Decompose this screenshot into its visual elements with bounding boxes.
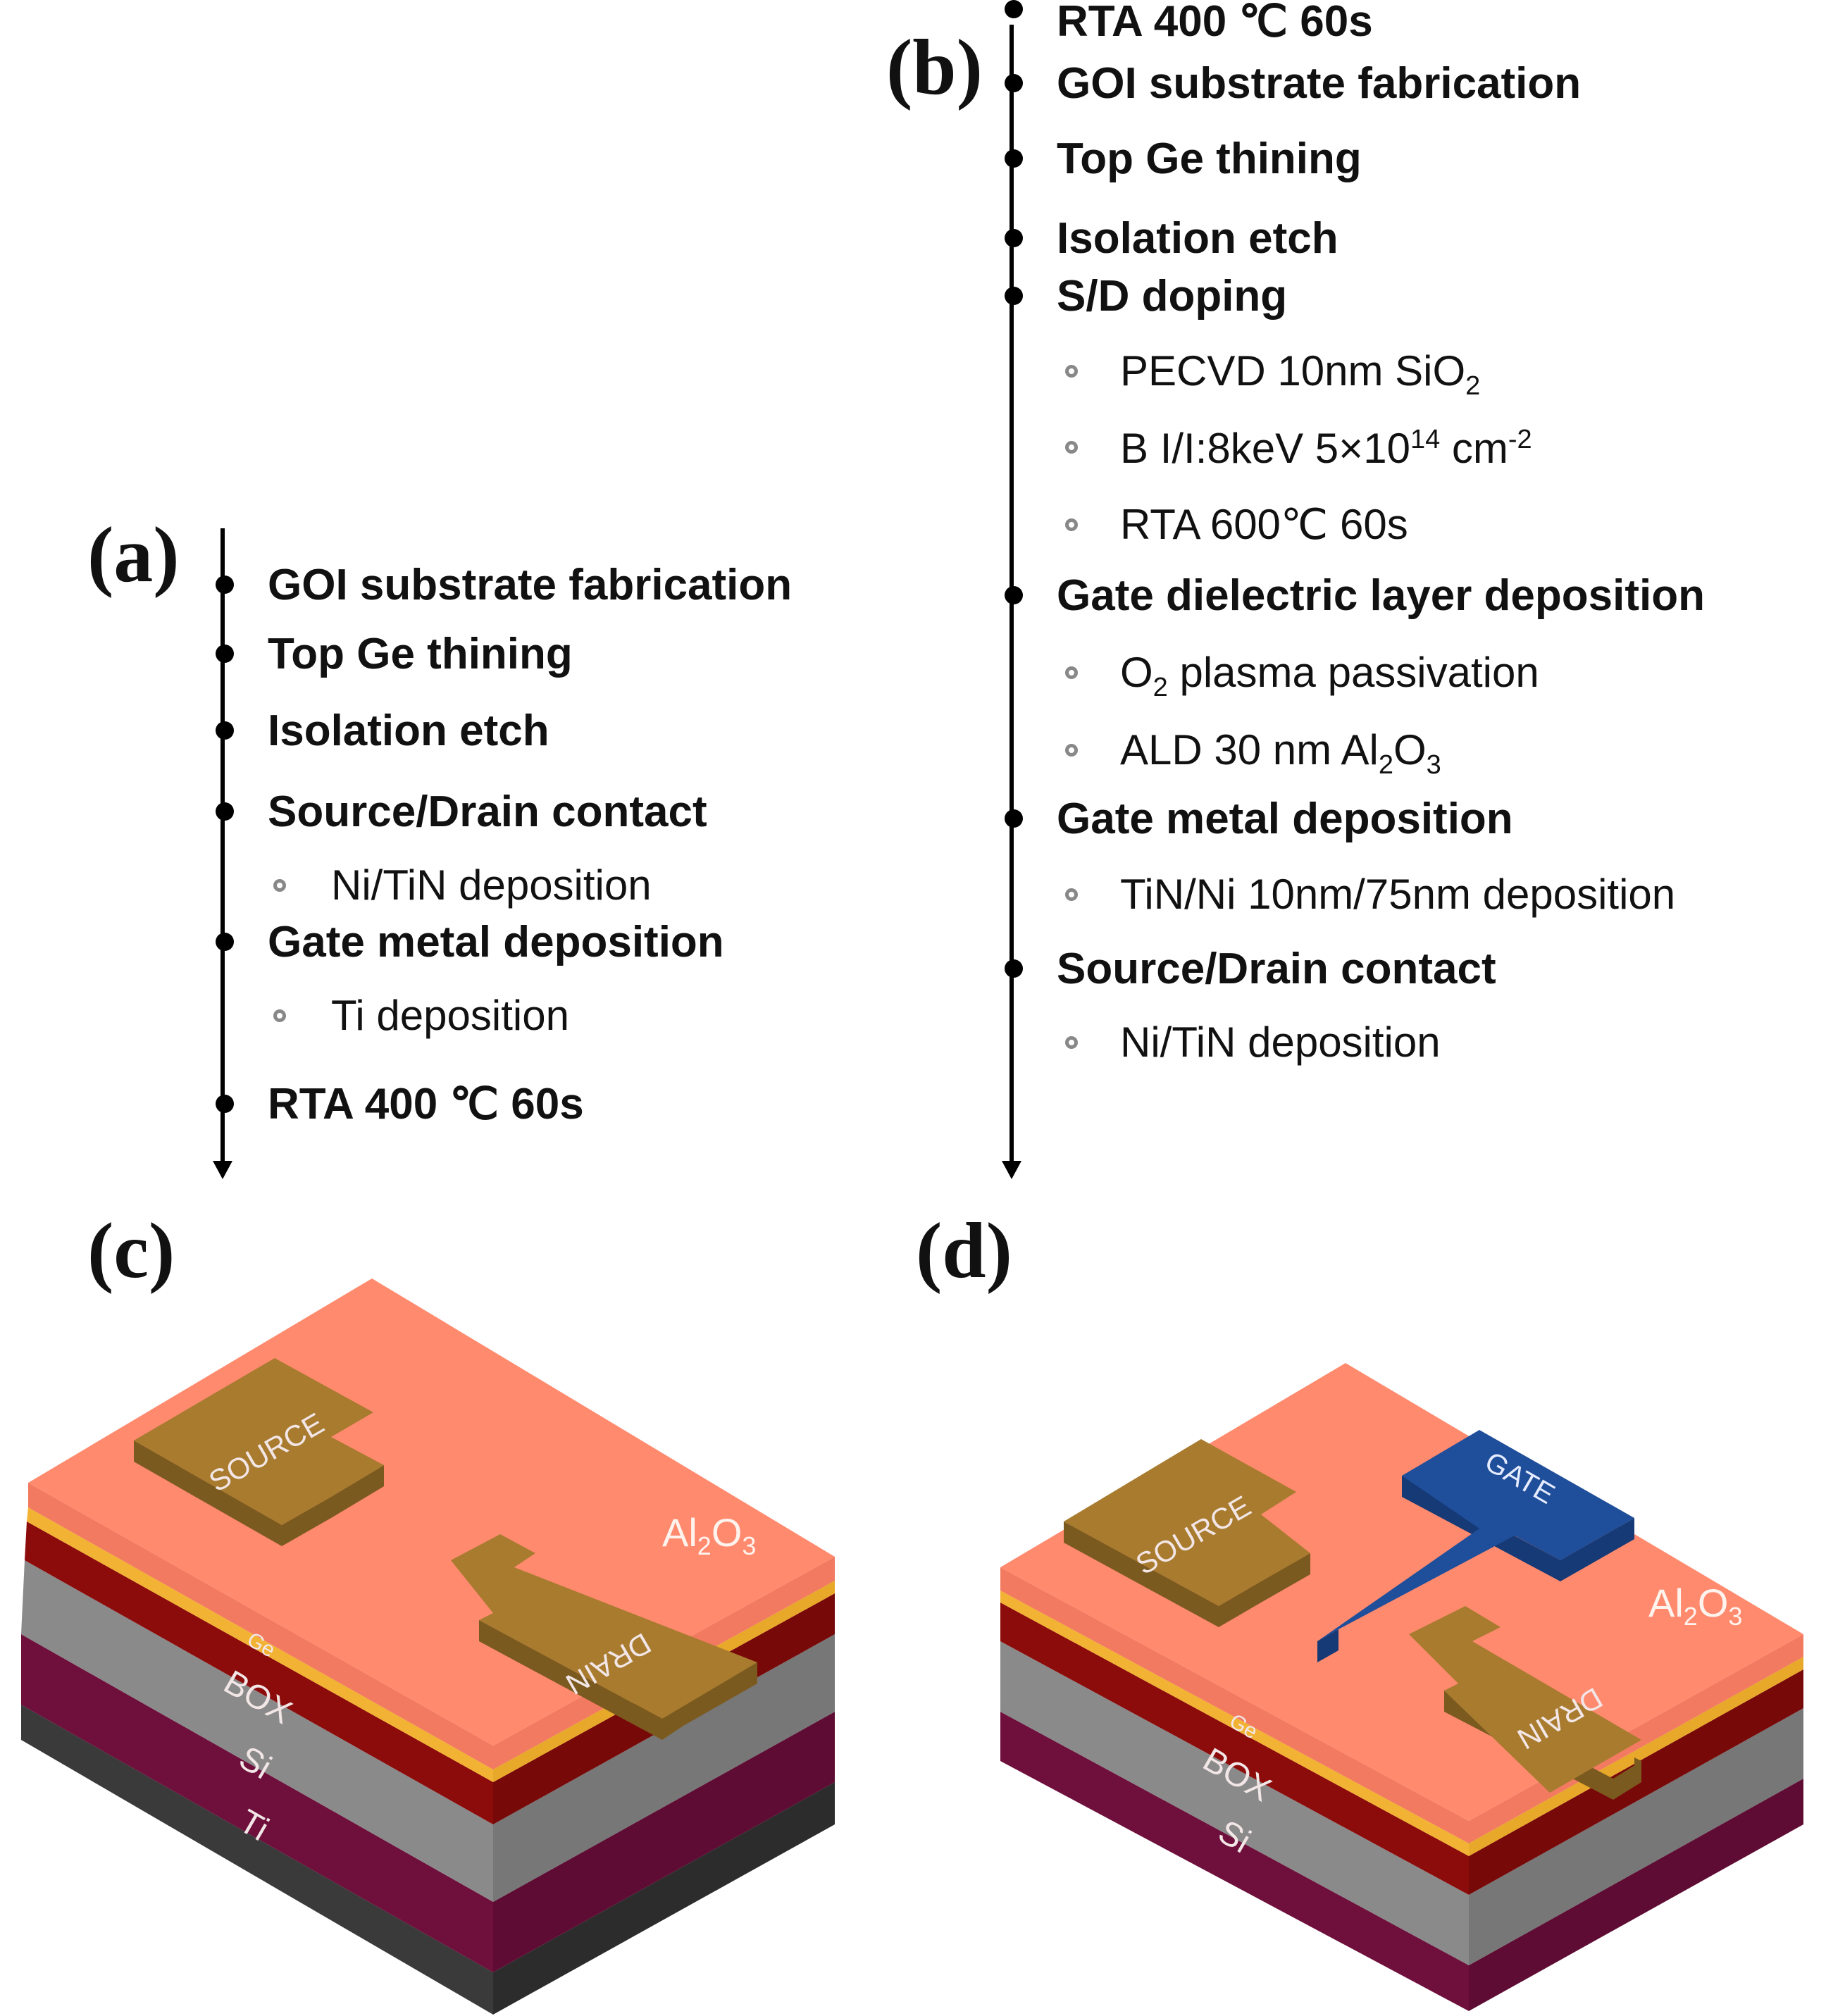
panel-label-b: (b)	[886, 24, 983, 111]
panel-label-a: (a)	[87, 511, 180, 599]
layer-stack-d	[1000, 1363, 1803, 2011]
layer-si-d	[1000, 1712, 1469, 2011]
drain-pad-d: DRAIN	[1409, 1606, 1641, 1800]
layer-ge-d	[1000, 1603, 1469, 1895]
layer-al2o3-side-c	[28, 1483, 493, 1769]
flow-b-step-dot	[1005, 229, 1023, 247]
flow-a-step-label: Top Ge thining	[268, 630, 573, 678]
flow-b-step-dot	[1005, 74, 1023, 92]
flow-b-step-label: RTA 400 ℃ 60s	[1057, 0, 1373, 46]
gate-electrode-d: GATE	[1317, 1430, 1634, 1662]
flow-b-step-label: S/D doping	[1057, 272, 1288, 321]
flow-b-step-dot	[1005, 586, 1023, 604]
flow-a-substep-bullet	[273, 879, 286, 892]
flow-b-substep-bullet	[1065, 666, 1078, 679]
panel-label-d: (d)	[916, 1207, 1012, 1295]
flow-a-step-dot	[216, 933, 234, 951]
source-pad-d: SOURCE	[1064, 1439, 1310, 1627]
flow-b-substep-bullet	[1065, 441, 1078, 454]
layer-gold-right-d	[1469, 1657, 1803, 1856]
flow-a-step-dot	[216, 1095, 234, 1113]
layer-ti-right-c	[493, 1782, 835, 2015]
flow-a-step-dot	[216, 645, 234, 663]
flow-a-step-dot	[216, 802, 234, 821]
layer-al2o3-side-d	[1000, 1567, 1469, 1843]
flow-b-substep-label: TiN/Ni 10nm/75nm deposition	[1120, 871, 1676, 918]
flow-b-substep-label: ALD 30 nm Al2O3	[1120, 726, 1441, 780]
flow-a-substep-label: Ti deposition	[331, 992, 569, 1039]
flow-a-step-label: GOI substrate fabrication	[268, 561, 793, 609]
flow-b-step-dot	[1005, 809, 1023, 828]
drain-pad-c: DRAIN	[451, 1534, 757, 1740]
flow-b-step-dot	[1005, 149, 1023, 168]
flow-b-substep-bullet	[1065, 744, 1078, 757]
layer-gold-c	[27, 1507, 493, 1782]
layer-box-c	[21, 1560, 493, 1902]
flow-a-substep-bullet	[273, 1009, 286, 1022]
flow-b-substep-label: PECVD 10nm SiO2	[1120, 347, 1481, 401]
flow-a-step-label: RTA 400 ℃ 60s	[268, 1080, 584, 1128]
flow-a-step-dot	[216, 575, 234, 594]
layer-box-right-d	[1469, 1708, 1803, 1965]
flow-b-step-dot	[1005, 959, 1023, 978]
flow-b-step-label: Top Ge thining	[1057, 135, 1362, 183]
layer-ge-c	[25, 1522, 493, 1824]
layer-si-right-d	[1469, 1779, 1803, 2011]
flow-a-step-label: Source/Drain contact	[268, 788, 707, 836]
flow-b-substep-bullet	[1065, 1036, 1078, 1049]
layer-box-right-c	[493, 1634, 835, 1902]
timeline-arrow-a	[213, 1161, 232, 1179]
flow-b-step-label: Isolation etch	[1057, 214, 1338, 263]
flow-a-step-dot	[216, 721, 234, 740]
flow-a-step-label: Isolation etch	[268, 707, 549, 755]
flow-a-step-label: Gate metal deposition	[268, 918, 724, 966]
flow-b-substep-bullet	[1065, 365, 1078, 378]
flow-b-substep-label: O2 plasma passivation	[1120, 649, 1539, 702]
layer-ti-c	[21, 1705, 493, 2015]
timeline-axis-a	[220, 528, 225, 1162]
flow-b-step-dot	[1005, 287, 1023, 305]
layer-si-c	[21, 1634, 493, 1972]
flow-a-substep-label: Ni/TiN deposition	[331, 861, 652, 909]
flow-b-substep-bullet	[1065, 888, 1078, 901]
flow-b-step-label: Source/Drain contact	[1057, 945, 1496, 993]
flow-b-substep-label: RTA 600℃ 60s	[1120, 501, 1408, 548]
flow-b-step-label: Gate dielectric layer deposition	[1057, 571, 1705, 620]
flow-b-step-dot	[1005, 0, 1023, 18]
flow-b-substep-bullet	[1065, 518, 1078, 531]
flow-b-step-label: GOI substrate fabrication	[1057, 59, 1582, 108]
flow-b-step-label: Gate metal deposition	[1057, 795, 1513, 843]
flow-b-substep-label: Ni/TiN deposition	[1120, 1019, 1441, 1066]
panel-label-c: (c)	[87, 1207, 175, 1295]
layer-si-right-c	[493, 1712, 835, 1972]
timeline-arrow-b	[1002, 1161, 1021, 1179]
flow-b-substep-label: B I/I:8keV 5×1014 cm-2	[1120, 425, 1532, 472]
layer-box-d	[1000, 1641, 1469, 1965]
layer-gold-d	[1000, 1591, 1469, 1856]
source-pad-c: SOURCE	[134, 1358, 384, 1546]
